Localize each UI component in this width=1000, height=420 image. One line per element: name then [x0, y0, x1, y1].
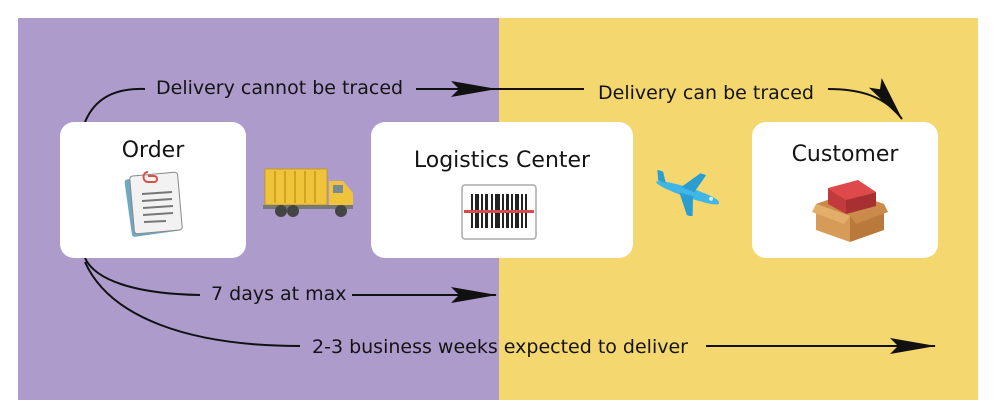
barcode-scanner-icon	[461, 184, 537, 240]
customer-node: Customer	[752, 122, 938, 258]
arrow-traced-curve	[827, 78, 903, 120]
order-node: Order	[60, 122, 246, 258]
order-title: Order	[121, 138, 185, 163]
logistics-center-node: Logistics Center	[371, 122, 633, 258]
customer-title: Customer	[791, 142, 899, 167]
logistics-title: Logistics Center	[413, 148, 591, 173]
arrow-7days-curve	[84, 257, 201, 296]
airplane-icon	[655, 169, 720, 216]
label-untraced: Delivery cannot be traced	[156, 77, 404, 99]
arrow-untraced-curve	[84, 87, 146, 123]
arrow-weeks-curve	[84, 261, 301, 347]
document-paperclip-icon	[124, 171, 183, 237]
package-box-icon	[812, 180, 888, 242]
label-traced: Delivery can be traced	[598, 82, 814, 104]
label-expected-weeks: 2-3 business weeks expected to deliver	[312, 336, 688, 358]
label-7-days: 7 days at max	[211, 283, 347, 305]
delivery-truck-icon	[263, 168, 353, 217]
